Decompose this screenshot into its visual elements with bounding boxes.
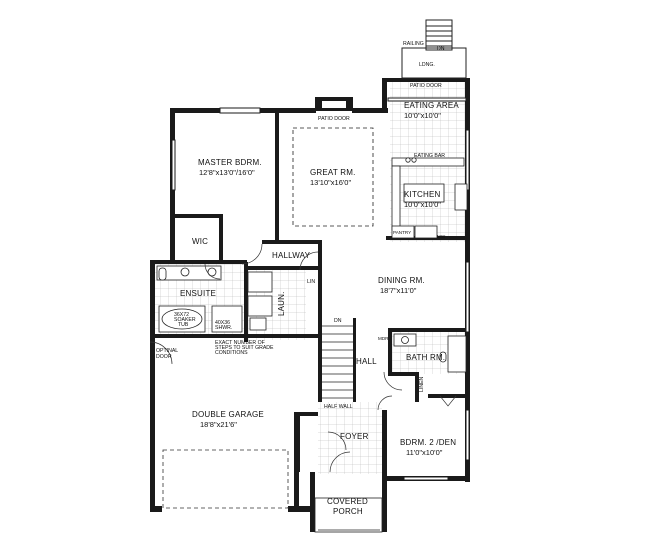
soaker-tub-label-3: TUB bbox=[178, 322, 189, 328]
wic-label: WIC bbox=[192, 237, 208, 246]
steps-note-2: STEPS TO SUIT GRADE bbox=[215, 345, 274, 351]
bdrm2-size: 11'0"x10'0" bbox=[406, 448, 443, 457]
windows bbox=[171, 97, 470, 481]
steps-note-3: CONDITIONS bbox=[215, 350, 248, 356]
landing-label: LDNG. bbox=[419, 62, 435, 68]
bath-fixtures bbox=[393, 333, 467, 373]
double-garage-size: 18'8"x21'6" bbox=[200, 420, 237, 429]
shower-label-1: 40X36 bbox=[215, 320, 230, 326]
covered-porch-line-1: COVERED bbox=[327, 497, 368, 506]
labels: RAILING DN LDNG. PATIO DOOR EATING AREA … bbox=[156, 41, 459, 516]
master-bdrm-name: MASTER BDRM. bbox=[198, 158, 262, 167]
double-garage-name: DOUBLE GARAGE bbox=[192, 410, 264, 419]
steps-note-1: EXACT NUMBER OF bbox=[215, 340, 265, 346]
kitchen-counters bbox=[391, 157, 468, 239]
patio-door-label-1: PATIO DOOR bbox=[410, 83, 442, 89]
dining-rm-name: DINING RM. bbox=[378, 276, 425, 285]
bath-rm-label: BATH RM. bbox=[406, 353, 445, 362]
great-room-ceiling bbox=[292, 127, 374, 227]
bdrm2-name: BDRM. 2 /DEN bbox=[400, 438, 456, 447]
ensuite-fixtures bbox=[156, 265, 243, 333]
laundry-fixtures bbox=[247, 271, 273, 331]
eating-area-name: EATING AREA bbox=[404, 101, 459, 110]
railing-label: RAILING bbox=[403, 41, 424, 47]
laundry-label: LAUN. bbox=[277, 291, 286, 316]
soaker-tub-label-1: 36X72 bbox=[174, 312, 189, 318]
dn-top-label: DN bbox=[437, 46, 445, 52]
dining-rm-size: 18'7"x11'0" bbox=[380, 286, 417, 295]
door-swings bbox=[149, 243, 457, 473]
mw-label: MW bbox=[437, 234, 446, 239]
eating-bar-label: EATING BAR bbox=[414, 153, 445, 159]
optional-door-label-2: DOOR bbox=[156, 354, 172, 360]
porch-steps bbox=[314, 497, 383, 533]
master-bdrm-size: 12'8"x13'0"/16'0" bbox=[199, 168, 255, 177]
stair-dn-label: DN bbox=[334, 318, 342, 324]
hallway-label: HALLWAY bbox=[272, 251, 311, 260]
kitchen-size: 10'0"x10'0" bbox=[404, 200, 441, 209]
patio-door-label-2: PATIO DOOR bbox=[318, 116, 350, 122]
optional-door-label-1: OPTINAL bbox=[156, 348, 178, 354]
main-stair bbox=[322, 325, 353, 399]
great-rm-name: GREAT RM. bbox=[310, 168, 356, 177]
covered-porch-line-2: PORCH bbox=[333, 507, 363, 516]
half-wall-label: HALF WALL bbox=[324, 404, 353, 410]
soaker-tub-label-2: SOAKER bbox=[174, 317, 196, 323]
linen-label: LINEN bbox=[419, 376, 425, 392]
hall-label: HALL bbox=[356, 357, 377, 366]
eating-area-size: 10'0"x10'0" bbox=[404, 111, 441, 120]
garage-door-outline bbox=[162, 449, 289, 509]
shower-label-2: SHWR. bbox=[215, 325, 232, 331]
mdr-label: MDR bbox=[378, 336, 389, 341]
lin-label: LIN bbox=[307, 279, 315, 285]
foyer-label: FOYER bbox=[340, 432, 369, 441]
pantry-label: PANTRY bbox=[393, 230, 411, 235]
great-rm-size: 13'10"x16'0" bbox=[310, 178, 351, 187]
kitchen-name: KITCHEN bbox=[404, 190, 441, 199]
ensuite-label: ENSUITE bbox=[180, 289, 216, 298]
rear-deck bbox=[401, 19, 467, 79]
